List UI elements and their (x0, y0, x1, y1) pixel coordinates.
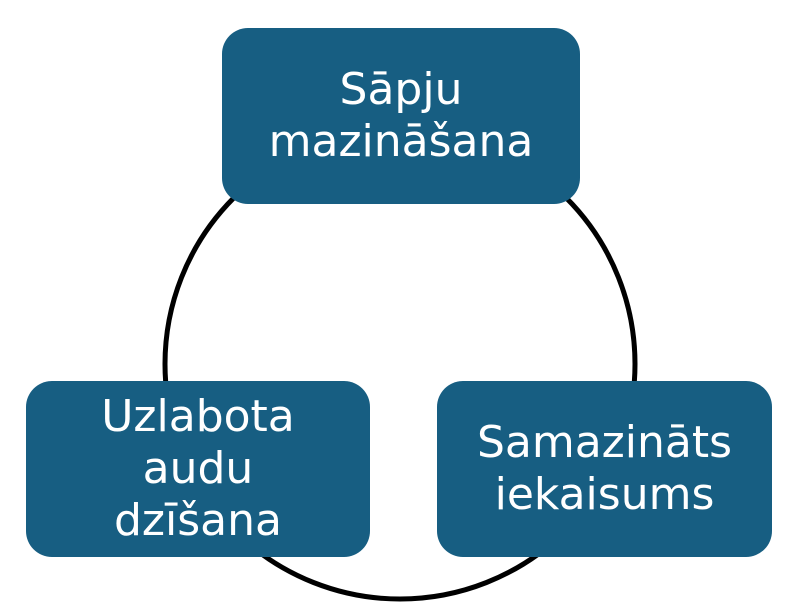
node-pain-relief-line-2: mazināšana (268, 116, 534, 167)
node-reduced-inflammation-line-2: iekaisums (494, 469, 715, 520)
node-improved-healing-line-3: dzīšana (114, 495, 282, 546)
node-pain-relief-line-1: Sāpju (339, 64, 463, 115)
node-improved-healing-line-1: Uzlabota (101, 391, 295, 442)
node-improved-healing-text: Uzlabota audu dzīšana (101, 391, 295, 547)
node-improved-healing: Uzlabota audu dzīšana (26, 381, 370, 557)
node-reduced-inflammation: Samazināts iekaisums (437, 381, 772, 557)
node-reduced-inflammation-line-1: Samazināts (476, 417, 733, 468)
node-pain-relief-text: Sāpju mazināšana (269, 64, 534, 168)
node-reduced-inflammation-text: Samazināts iekaisums (477, 417, 732, 521)
node-improved-healing-line-2: audu (142, 443, 254, 494)
node-pain-relief: Sāpju mazināšana (222, 28, 580, 204)
